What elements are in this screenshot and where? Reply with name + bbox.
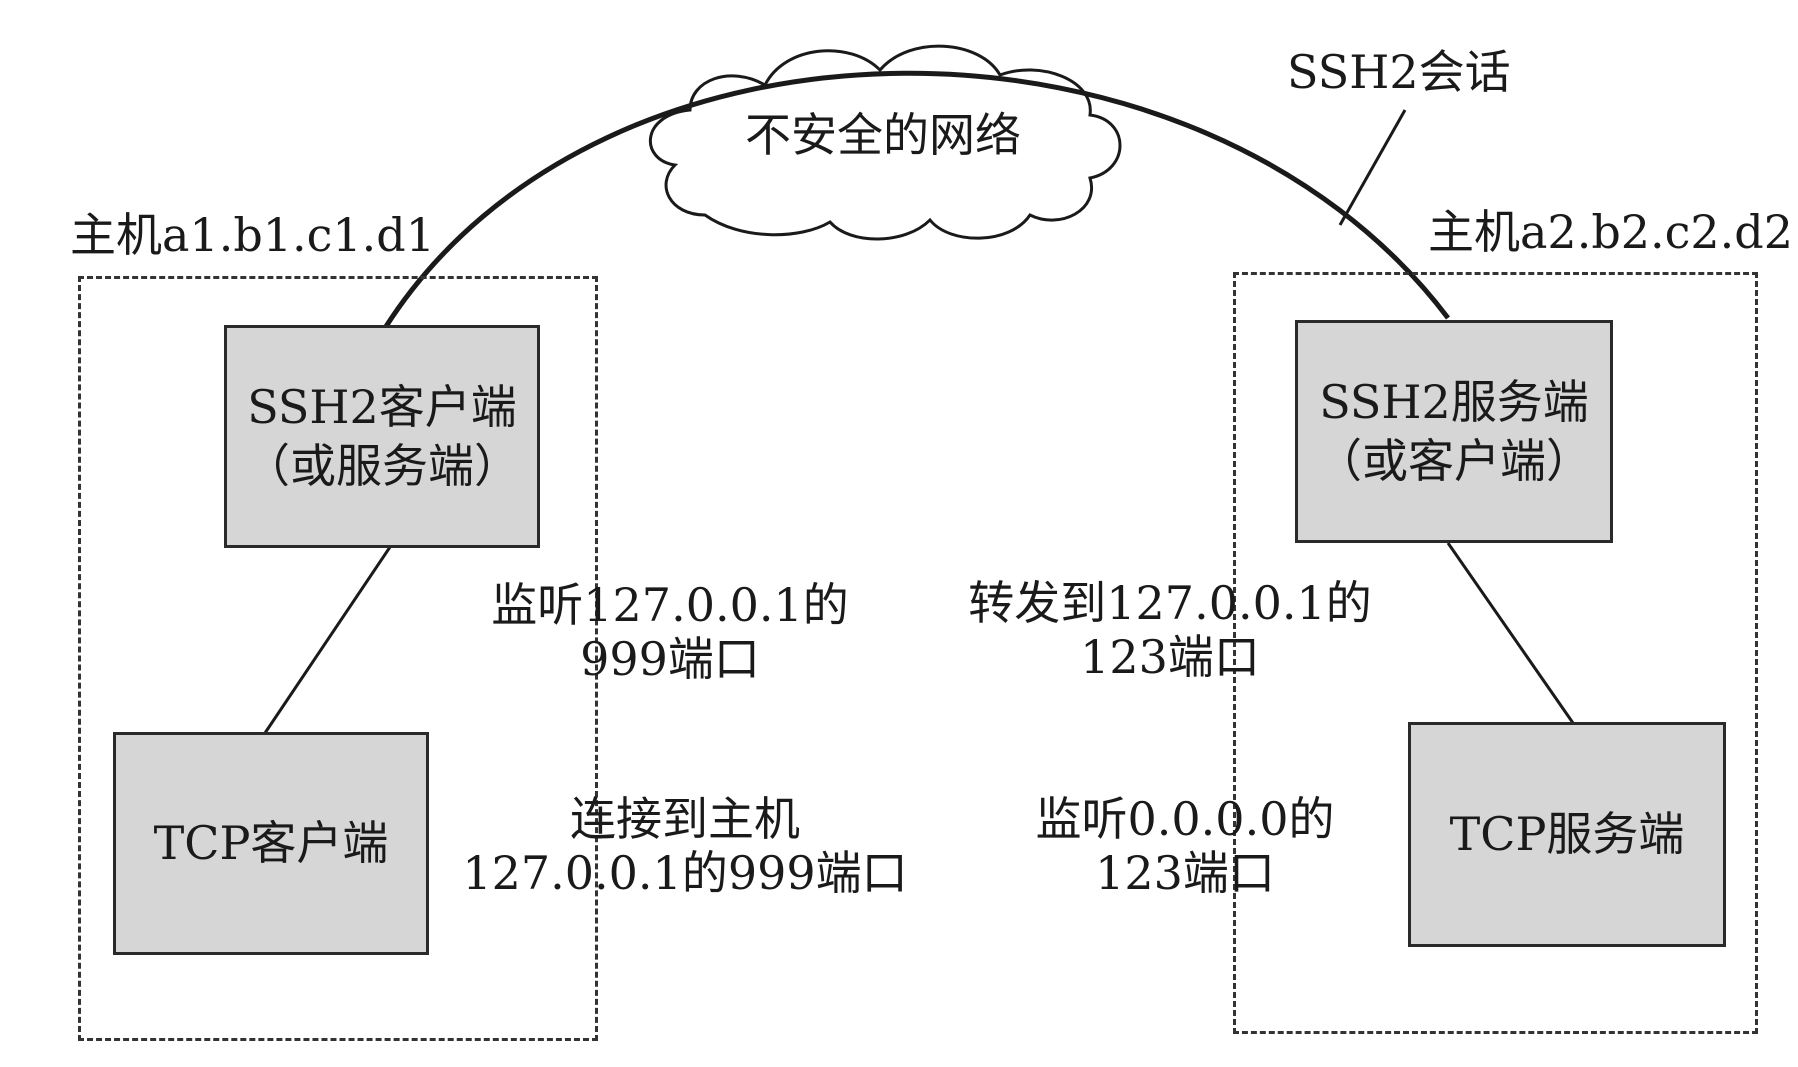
ssh2-session-label: SSH2会话	[1287, 45, 1511, 99]
session-label-leader	[1338, 109, 1407, 226]
left-ssh2-box-line1: SSH2客户端	[247, 379, 517, 434]
listen-right-line2: 123端口	[1095, 846, 1275, 901]
right-ssh2-box-line2: （或客户端）	[1316, 433, 1592, 488]
left-host-container	[78, 276, 598, 1041]
connect-left-annotation: 连接到主机 127.0.0.1的999端口	[450, 792, 920, 901]
left-tcp-client-box: TCP客户端	[113, 732, 429, 955]
listen-right-line1: 监听0.0.0.0的	[1035, 792, 1335, 846]
left-ssh2-box: SSH2客户端 （或服务端）	[224, 325, 540, 548]
connect-left-line2: 127.0.0.1的999端口	[462, 846, 908, 901]
forward-right-annotation: 转发到127.0.0.1的 123端口	[955, 576, 1385, 685]
right-tcp-box-label: TCP服务端	[1449, 807, 1685, 862]
right-tcp-server-box: TCP服务端	[1408, 722, 1726, 947]
listen-left-line2: 999端口	[580, 632, 760, 687]
right-host-title: 主机a2.b2.c2.d2	[1428, 205, 1794, 259]
ssh-session-arc	[382, 70, 1450, 330]
right-host-container	[1233, 272, 1758, 1034]
right-ssh-tcp-connector	[1446, 542, 1575, 724]
right-ssh2-box: SSH2服务端 （或客户端）	[1295, 320, 1613, 543]
right-ssh2-box-line1: SSH2服务端	[1319, 374, 1589, 429]
listen-right-annotation: 监听0.0.0.0的 123端口	[1005, 792, 1365, 901]
forward-right-line1: 转发到127.0.0.1的	[968, 576, 1372, 630]
left-tcp-box-label: TCP客户端	[153, 816, 389, 871]
left-host-title: 主机a1.b1.c1.d1	[70, 208, 436, 262]
listen-left-annotation: 监听127.0.0.1的 999端口	[480, 578, 860, 687]
cloud-label: 不安全的网络	[745, 108, 1021, 162]
connect-left-line1: 连接到主机	[570, 792, 800, 846]
listen-left-line1: 监听127.0.0.1的	[491, 578, 849, 632]
cloud-shape	[649, 44, 1122, 241]
left-ssh2-box-line2: （或服务端）	[244, 438, 520, 493]
forward-right-line2: 123端口	[1080, 630, 1260, 685]
left-ssh-tcp-connector	[263, 546, 392, 734]
